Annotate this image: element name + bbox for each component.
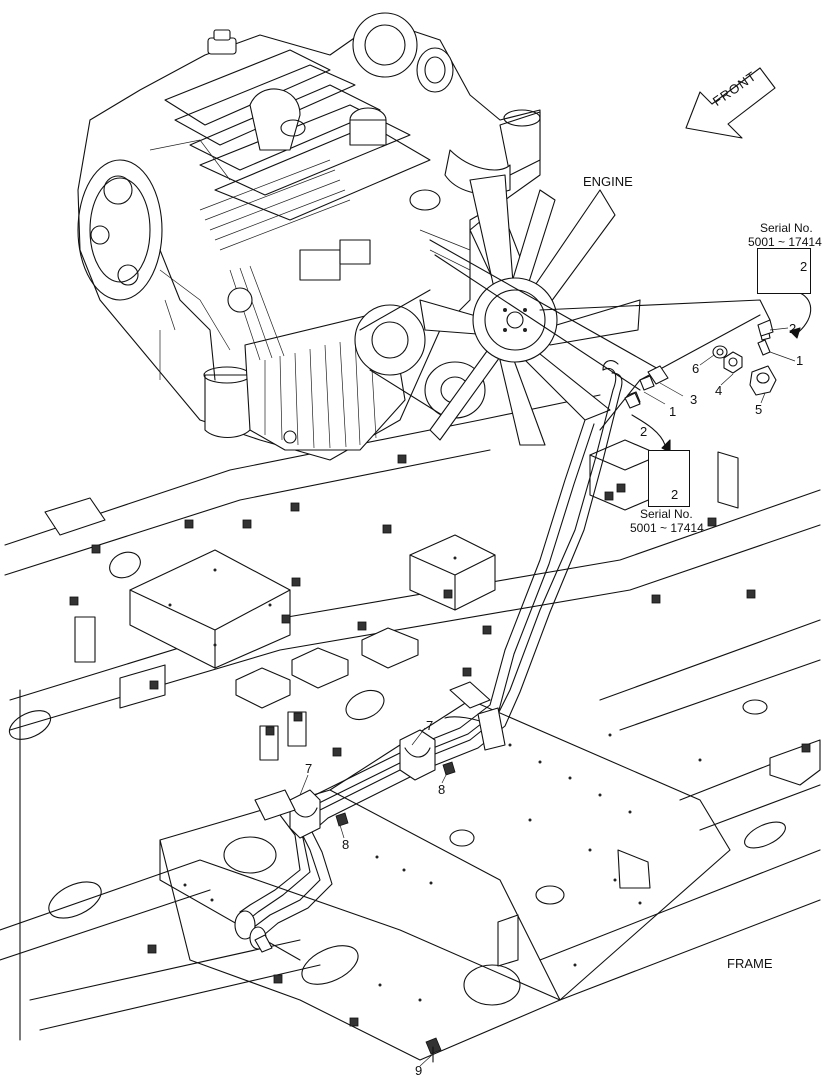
front-arrow (685, 67, 776, 139)
callout-2-upper: 2 (789, 321, 797, 336)
callout-9: 9 (415, 1063, 423, 1078)
callout-5: 5 (755, 402, 763, 417)
callout-2-lower: 2 (640, 424, 648, 439)
callout-1-lower: 1 (669, 404, 677, 419)
frame-structure (0, 394, 821, 1061)
callout-8-right: 8 (438, 782, 446, 797)
serial-mid-line1: Serial No. (640, 507, 693, 521)
engine-drawing (77, 12, 541, 461)
callout-6: 6 (692, 361, 700, 376)
engine-label: ENGINE (583, 174, 633, 189)
serial-top-line1: Serial No. (760, 221, 813, 235)
fan-drawing (419, 174, 641, 446)
serial-top-line2: 5001 ~ 17414 (748, 235, 822, 249)
callout-8-left: 8 (342, 837, 350, 852)
serial-top-part: 2 (800, 259, 808, 274)
fittings (299, 239, 812, 1067)
serial-box-mid (648, 450, 690, 507)
callout-1-upper: 1 (796, 353, 804, 368)
callout-4: 4 (715, 383, 723, 398)
callout-7-left: 7 (305, 761, 313, 776)
serial-box-top (757, 248, 811, 294)
frame-label: FRAME (727, 956, 773, 971)
serial-mid-line2: 5001 ~ 17414 (630, 521, 704, 535)
pipe-line (234, 360, 623, 1063)
callout-3: 3 (690, 392, 698, 407)
serial-mid-part: 2 (671, 487, 679, 502)
callout-7-right: 7 (426, 718, 434, 733)
